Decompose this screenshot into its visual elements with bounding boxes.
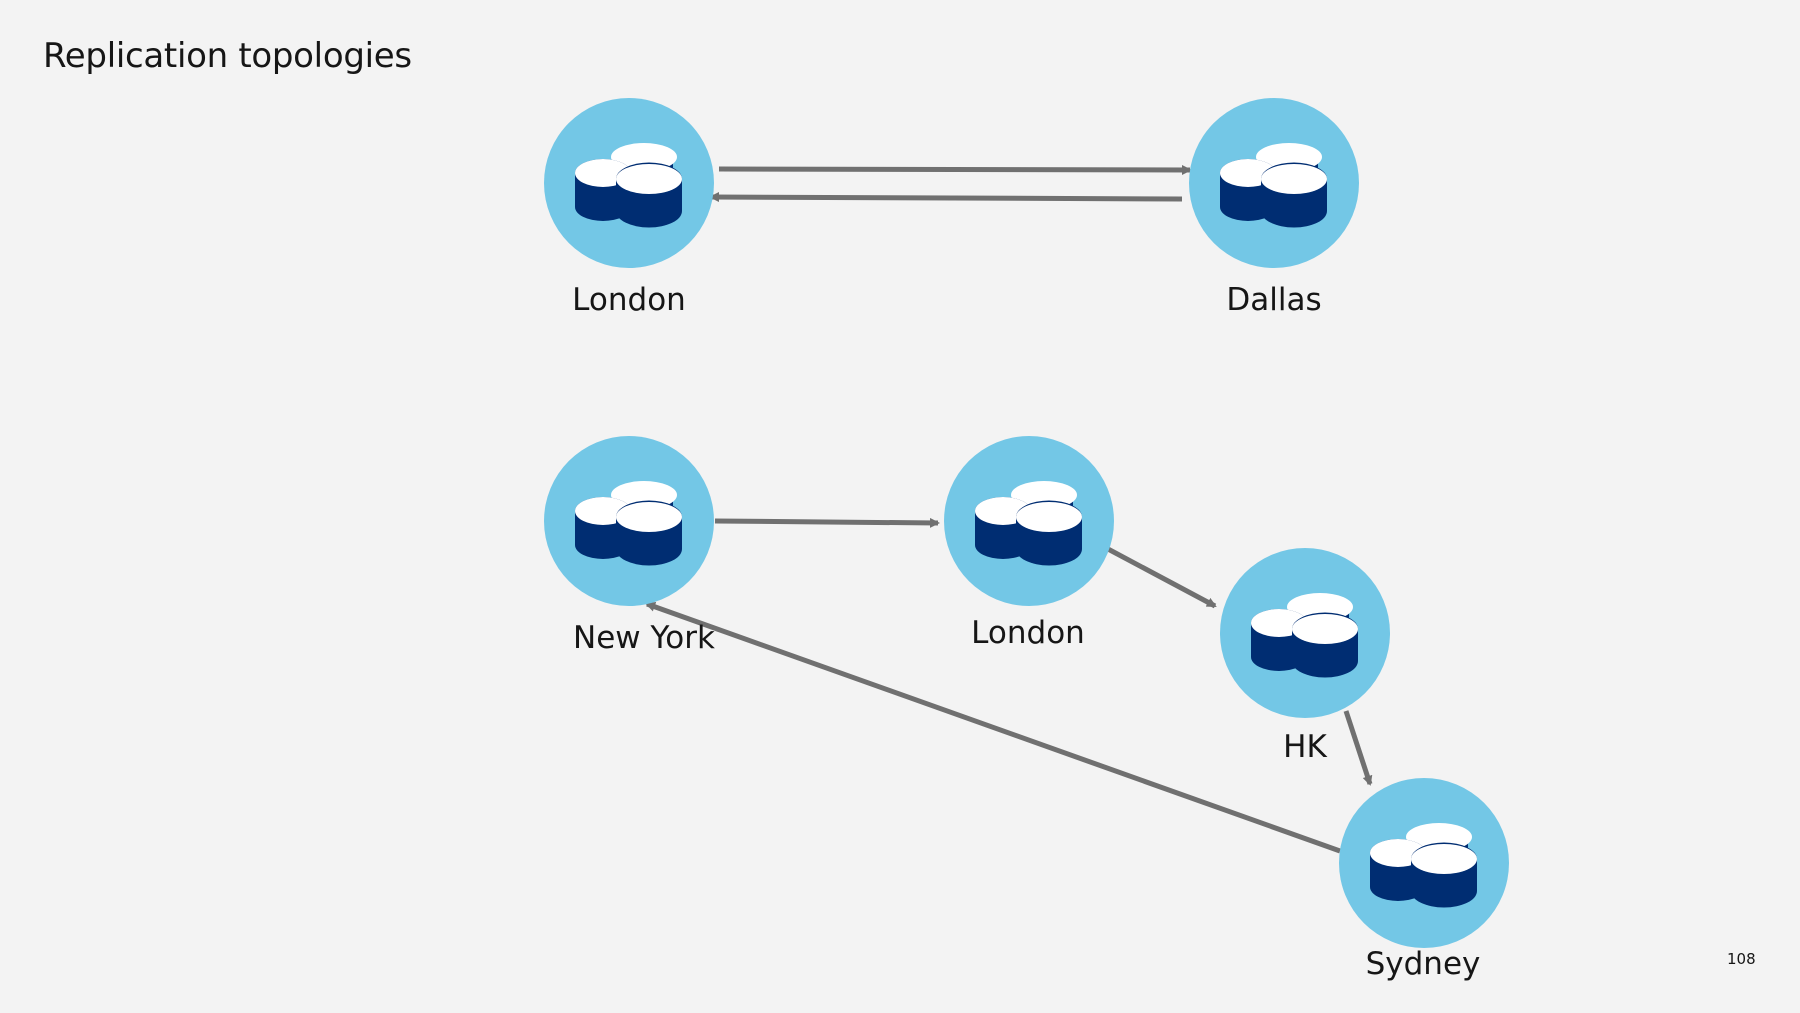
node-label-sydney: Sydney [1366, 946, 1481, 982]
page-number: 108 [1727, 950, 1756, 968]
node-label-dallas: Dallas [1226, 282, 1321, 318]
database-icon [1220, 548, 1390, 718]
edge-hk-to-sydney [1343, 710, 1373, 786]
database-icon [1339, 778, 1509, 948]
node-label-london: London [572, 282, 686, 318]
node-t1-london: London [544, 98, 714, 318]
node-t2-london: London [944, 436, 1114, 651]
node-t1-dallas: Dallas [1189, 98, 1359, 318]
node-label-london: London [971, 615, 1085, 651]
edge-sydney-to-newyork [645, 601, 1341, 854]
database-icon [544, 436, 714, 606]
edge-london-to-dallas [718, 164, 1192, 175]
node-t2-sydney: Sydney [1339, 778, 1509, 982]
node-t2-hk: HK [1220, 548, 1390, 765]
node-t2-newyork: New York [544, 436, 715, 656]
topology-ring: New York London HK Sydney [544, 436, 1509, 982]
edge-london-to-hk [1106, 546, 1217, 609]
database-icon [544, 98, 714, 268]
edge-newyork-to-london [714, 517, 940, 528]
database-icon [944, 436, 1114, 606]
database-icon [1189, 98, 1359, 268]
node-label-hk: HK [1283, 729, 1327, 765]
edge-dallas-to-london [709, 192, 1183, 203]
topology-bidirectional: London Dallas [544, 98, 1359, 318]
slide-title: Replication topologies [43, 36, 412, 76]
node-label-newyork: New York [573, 620, 715, 656]
